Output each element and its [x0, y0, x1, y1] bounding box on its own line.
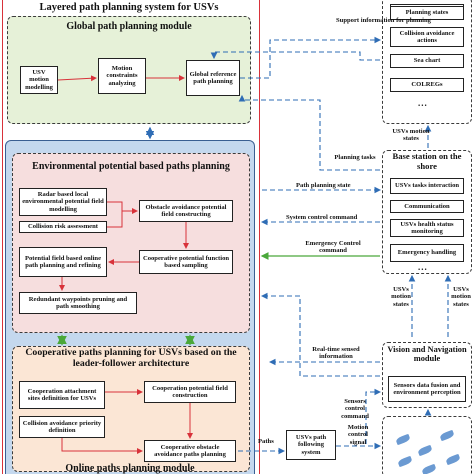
base-item-emergency-handling: Emergency handling — [390, 244, 464, 262]
label-motion-states-left: USVs motion states — [391, 286, 411, 308]
line-global-to-info — [240, 36, 382, 79]
path-following-box: USVs path following system — [286, 430, 336, 460]
cooperative-module-title: Cooperative paths planning for USVs base… — [25, 347, 237, 370]
cooperative-sampling-box: Cooperative potential function based sam… — [139, 250, 233, 274]
info-item-sea-chart: Sea chart — [390, 54, 464, 68]
label-path-planning-state: Path planning state — [296, 182, 351, 189]
base-item-tasks-interaction: USVs tasks interaction — [390, 178, 464, 194]
vision-module-title: Vision and Navigation module — [387, 345, 467, 364]
label-motion-states-right: USVs motion states — [451, 286, 471, 308]
label-system-control: System control command — [286, 214, 358, 221]
main-title: Layered path planning system for USVs — [39, 2, 219, 13]
info-item-colregs: COLREGs — [390, 78, 464, 92]
label-motion-control: Motion control signal — [347, 424, 369, 446]
label-planning-tasks: Planning tasks — [334, 154, 376, 161]
radar-field-modelling-box: Radar based local environmental potentia… — [19, 188, 107, 216]
cooperative-avoidance-planning-box: Cooperative obstacle avoidance paths pla… — [144, 440, 236, 462]
environmental-module-title: Environmental potential based paths plan… — [32, 161, 230, 172]
obstacle-avoidance-field-box: Obstacle avoidance potential field const… — [139, 200, 233, 222]
online-path-planning-box: Potential field based online path planni… — [19, 247, 107, 277]
sensor-fusion-box: Sensors data fusion and environment perc… — [388, 376, 466, 402]
global-reference-path-box: Global reference path planning — [186, 60, 240, 96]
label-support-info: Support information for planning — [336, 17, 431, 24]
info-item-collision-actions: Collision avoidance actions — [390, 27, 464, 47]
cooperation-field-box: Cooperation potential field construction — [144, 381, 236, 403]
label-motion-states-top: USVs motion states — [392, 128, 430, 143]
avoidance-priority-box: Collision avoidance priority definition — [19, 416, 105, 438]
base-item-communication: Communication — [390, 200, 464, 213]
system-frame — [2, 0, 260, 474]
info-item-planning-states: Planning states — [390, 6, 464, 20]
label-paths: Paths — [258, 438, 274, 445]
motion-constraints-box: Motion constraints analyzing — [98, 58, 146, 94]
info-more-dots: ... — [418, 98, 428, 108]
label-real-time-info: Real-time sensed information — [312, 346, 360, 361]
label-emergency-control: Emergency Control command — [305, 240, 361, 255]
attachment-sites-box: Cooperation attachment sites definition … — [19, 381, 105, 409]
line-real-time-info — [260, 292, 380, 377]
waypoints-pruning-box: Redundant waypoints pruning and path smo… — [19, 292, 137, 314]
collision-risk-box: Collision risk assessment — [19, 221, 107, 233]
online-module-title: Online paths planning module — [65, 463, 195, 474]
usv-motion-modelling-box: USV motion modelling — [20, 66, 58, 94]
base-item-health-monitoring: USVs health status monitoring — [390, 219, 464, 237]
base-station-title: Base station on the shore — [392, 151, 462, 171]
base-more-dots: ... — [418, 262, 428, 272]
global-module-title: Global path planning module — [66, 21, 192, 32]
label-sensors-control: Sensors control command — [341, 398, 369, 420]
